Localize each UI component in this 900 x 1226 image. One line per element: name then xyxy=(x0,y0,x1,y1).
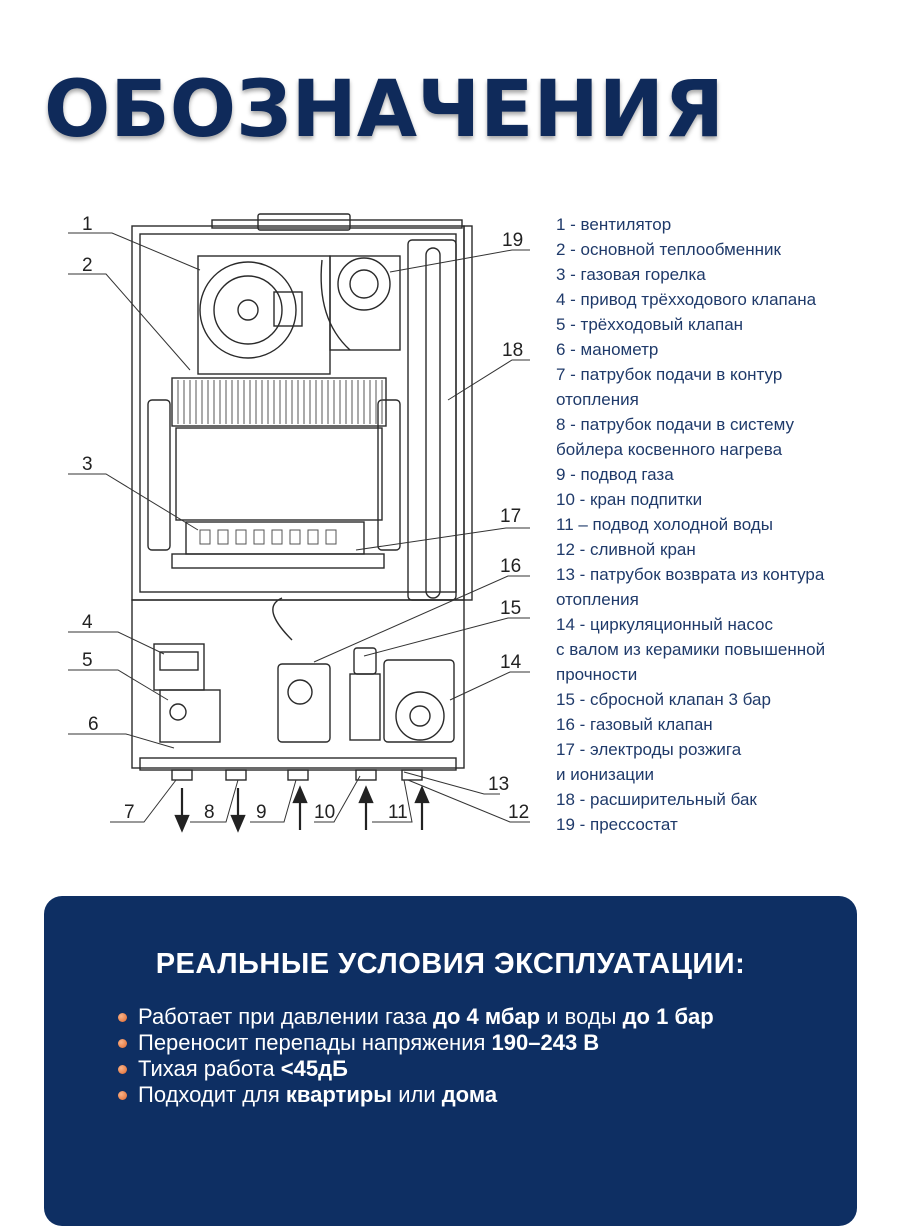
legend-list: 1 - вентилятор 2 - основной теплообменни… xyxy=(556,212,886,837)
legend-item: 7 - патрубок подачи в контур xyxy=(556,365,783,384)
pressostat xyxy=(337,257,391,311)
legend-item: 5 - трёхходовый клапан xyxy=(556,315,744,334)
three-way-valve-drive xyxy=(153,643,205,691)
legend-item: прочности xyxy=(556,665,638,684)
callout-18: 18 xyxy=(502,340,523,361)
callout-1: 1 xyxy=(82,214,93,235)
legend-item: бойлера косвенного нагрева xyxy=(556,440,783,459)
legend-item: 4 - привод трёхходового клапана xyxy=(556,290,817,309)
callout-15: 15 xyxy=(500,598,521,619)
callout-12: 12 xyxy=(508,802,529,823)
callout-11: 11 xyxy=(388,802,408,823)
legend-item: отопления xyxy=(556,590,639,609)
callout-16: 16 xyxy=(500,556,521,577)
combustion-chamber xyxy=(175,427,383,521)
callout-5: 5 xyxy=(82,650,93,671)
legend-item: 14 - циркуляционный насос xyxy=(556,615,773,634)
callout-4: 4 xyxy=(82,612,93,633)
legend-item: 13 - патрубок возврата из контура xyxy=(556,565,825,584)
legend-item: 10 - кран подпитки xyxy=(556,490,703,509)
circulation-pump xyxy=(383,659,455,743)
fan xyxy=(199,261,297,359)
legend-item: 8 - патрубок подачи в систему xyxy=(556,415,794,434)
legend-item: 12 - сливной кран xyxy=(556,540,696,559)
callout-13: 13 xyxy=(488,774,509,795)
legend-item: с валом из керамики повышенной xyxy=(556,640,826,659)
gas-valve xyxy=(277,663,331,743)
pressostat-housing xyxy=(329,255,401,351)
condition-item: Работает при давлении газа до 4 мбар и в… xyxy=(118,1004,714,1030)
legend-item: 3 - газовая горелка xyxy=(556,265,706,284)
legend-item: 6 - манометр xyxy=(556,340,659,359)
legend-item: отопления xyxy=(556,390,639,409)
legend-item: 11 – подвод холодной воды xyxy=(556,515,773,534)
callout-7: 7 xyxy=(124,802,135,823)
bullet-icon xyxy=(118,1065,127,1074)
conditions-panel: РЕАЛЬНЫЕ УСЛОВИЯ ЭКСПЛУАТАЦИИ: Работает … xyxy=(44,896,857,1226)
condition-item: Подходит для квартиры или дома xyxy=(118,1082,714,1108)
conditions-title: РЕАЛЬНЫЕ УСЛОВИЯ ЭКСПЛУАТАЦИИ: xyxy=(155,948,746,980)
condition-item: Переносит перепады напряжения 190–243 В xyxy=(118,1030,714,1056)
legend-item: 16 - газовый клапан xyxy=(556,715,713,734)
heat-exchanger xyxy=(171,377,387,427)
legend-item: 9 - подвод газа xyxy=(556,465,674,484)
page-title: ОБОЗНАЧЕНИЯ xyxy=(44,65,725,155)
legend-item: 19 - прессостат xyxy=(556,815,678,834)
callout-19: 19 xyxy=(502,230,523,251)
callout-14: 14 xyxy=(500,652,522,673)
bullet-icon xyxy=(118,1039,127,1048)
bullet-icon xyxy=(118,1013,127,1022)
callout-17: 17 xyxy=(500,506,521,527)
legend-item: 17 - электроды розжига xyxy=(556,740,742,759)
callout-10: 10 xyxy=(314,802,335,823)
legend-item: и ионизации xyxy=(556,765,655,784)
callout-8: 8 xyxy=(204,802,215,823)
legend-item: 15 - сбросной клапан 3 бар xyxy=(556,690,771,709)
safety-valve xyxy=(353,647,377,675)
callout-6: 6 xyxy=(88,714,99,735)
legend-item: 18 - расширительный бак xyxy=(556,790,757,809)
expansion-tank xyxy=(407,239,457,601)
legend-item: 2 - основной теплообменник xyxy=(556,240,781,259)
callout-2: 2 xyxy=(82,255,93,276)
boiler-schematic: 1 2 3 4 5 6 7 8 9 10 11 12 13 14 15 16 1… xyxy=(68,213,530,833)
fan-housing xyxy=(197,255,331,375)
gas-burner xyxy=(185,521,365,555)
flue-outlet xyxy=(257,213,351,231)
legend-item: 1 - вентилятор xyxy=(556,215,672,234)
condition-item: Тихая работа <45дБ xyxy=(118,1056,714,1082)
three-way-valve xyxy=(159,689,221,743)
callout-9: 9 xyxy=(256,802,267,823)
callout-3: 3 xyxy=(82,454,93,475)
bullet-icon xyxy=(118,1091,127,1100)
conditions-list: Работает при давлении газа до 4 мбар и в… xyxy=(118,1004,714,1108)
